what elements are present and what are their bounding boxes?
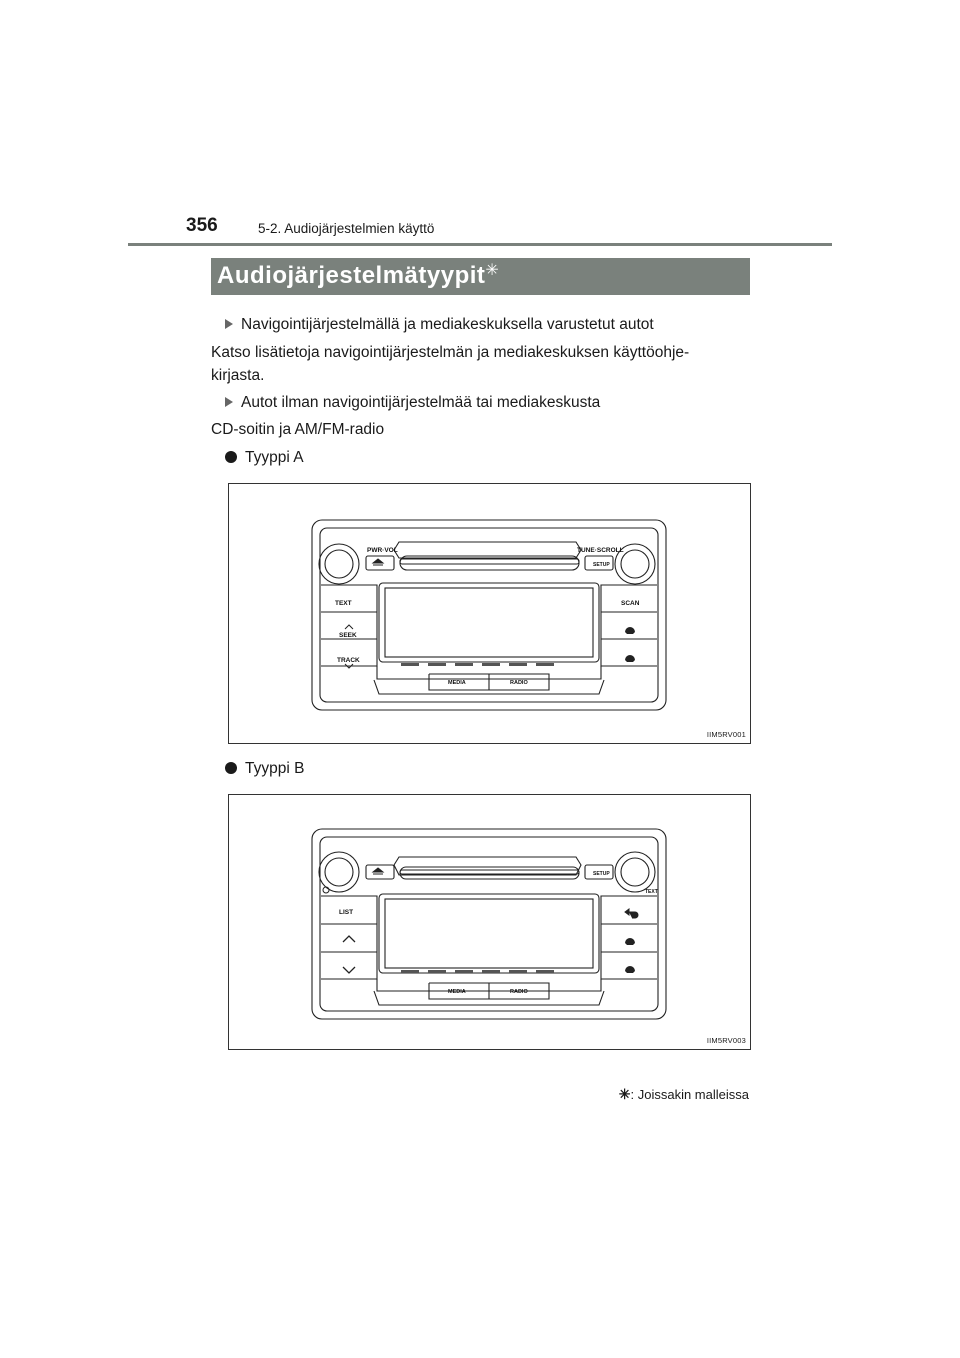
- track-button-label: TRACK: [337, 657, 360, 664]
- text-button-label: TEXT: [335, 600, 352, 607]
- audio-unit-type-b-illustration: SETUP TEXT LIST MEDIA RADIO: [311, 828, 667, 1020]
- pwr-vol-label: PWR·VOL: [367, 547, 398, 554]
- scan-button-label: SCAN: [621, 600, 640, 607]
- item1-heading-text: Navigointijärjestelmällä ja mediakeskuks…: [241, 316, 654, 333]
- setup-label: SETUP: [593, 871, 610, 877]
- chevron-down-icon: [342, 966, 356, 974]
- phone-pickup-icon: [625, 627, 635, 634]
- triangle-bullet-icon: [225, 318, 233, 329]
- figure-type-b: SETUP TEXT LIST MEDIA RADIO IIM5RV003: [228, 794, 751, 1050]
- phone-hangup-icon: [625, 655, 635, 662]
- triangle-bullet-icon: [225, 396, 233, 407]
- footnote-mark: ✳: [618, 1086, 631, 1102]
- item1-text-line1: Katso lisätietoja navigointijärjestelmän…: [211, 344, 690, 361]
- phone-pickup-icon: [625, 938, 635, 945]
- figure-code: IIM5RV003: [706, 1036, 746, 1045]
- bullet-icon: [225, 761, 237, 774]
- footnote-text: : Joissakin malleissa: [630, 1087, 750, 1102]
- section-title: 5-2. Audiojärjestelmien käyttö: [258, 221, 435, 236]
- eject-icon: [371, 867, 385, 875]
- item1-heading: Navigointijärjestelmällä ja mediakeskuks…: [225, 313, 654, 336]
- audio-unit-type-a-illustration: PWR·VOL TUNE·SCROLL SETUP TEXT SEEK TRAC…: [311, 519, 667, 711]
- figure-type-a: PWR·VOL TUNE·SCROLL SETUP TEXT SEEK TRAC…: [228, 483, 751, 744]
- type-a-label-text: Tyyppi A: [245, 449, 304, 466]
- type-a-label: Tyyppi A: [225, 446, 304, 469]
- figure-code: IIM5RV001: [706, 730, 746, 739]
- type-b-label: Tyyppi B: [225, 757, 304, 780]
- setup-label: SETUP: [593, 562, 610, 568]
- item1-text-line2: kirjasta.: [211, 367, 265, 384]
- phone-hangup-icon: [625, 966, 635, 973]
- item2-text: CD-soitin ja AM/FM-radio: [211, 421, 385, 438]
- footnote: ✳: Joissakin malleissa: [619, 1086, 749, 1103]
- text-label: TEXT: [645, 889, 658, 895]
- tune-scroll-label: TUNE·SCROLL: [577, 547, 624, 554]
- media-button-label: MEDIA: [448, 989, 466, 995]
- back-icon: [624, 908, 639, 919]
- item2-heading-text: Autot ilman navigointijärjestelmää tai m…: [241, 394, 601, 411]
- page-title-text: Audiojärjestelmätyypit: [217, 262, 486, 289]
- asterisk-mark: ✳: [485, 262, 500, 279]
- bullet-icon: [225, 450, 237, 463]
- list-button-label: LIST: [339, 909, 353, 916]
- title-banner: Audiojärjestelmätyypit✳: [211, 258, 750, 295]
- power-icon: [322, 886, 330, 894]
- media-button-label: MEDIA: [448, 680, 466, 686]
- item2-heading: Autot ilman navigointijärjestelmää tai m…: [225, 391, 600, 414]
- seek-button-label: SEEK: [339, 632, 357, 639]
- radio-button-label: RADIO: [510, 680, 528, 686]
- radio-button-label: RADIO: [510, 989, 528, 995]
- type-b-label-text: Tyyppi B: [245, 760, 305, 777]
- eject-icon: [371, 558, 385, 566]
- header-rule: [128, 243, 832, 246]
- chevron-up-icon: [342, 935, 356, 943]
- page-number: 356: [186, 215, 218, 236]
- page-title: Audiojärjestelmätyypit✳: [217, 262, 499, 290]
